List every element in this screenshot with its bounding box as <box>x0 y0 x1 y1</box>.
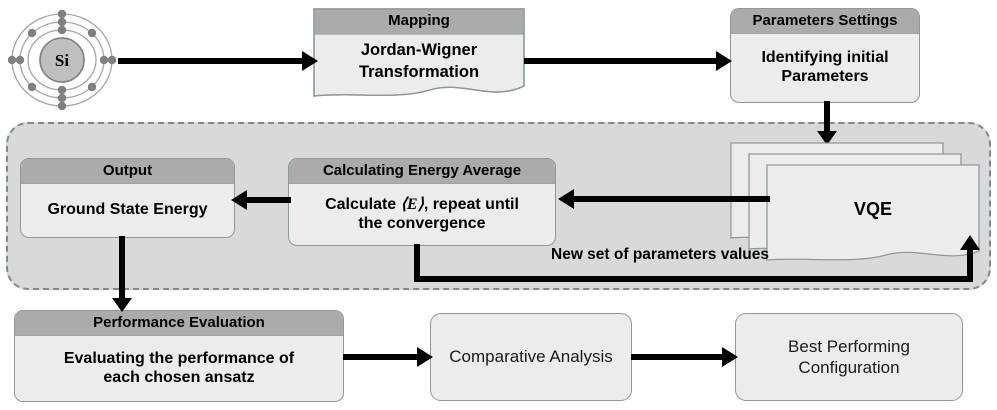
mapping-body-line1: Jordan-Wigner <box>360 41 478 59</box>
node-parameters-settings[interactable]: Parameters Settings Identifying initial … <box>730 8 920 103</box>
calculating-energy-average-header: Calculating Energy Average <box>289 159 555 185</box>
atom-svg: Si <box>7 9 117 111</box>
comparative-analysis-label: Comparative Analysis <box>449 347 613 367</box>
mapping-body-line2: Transformation <box>358 63 480 81</box>
feedback-loop-label: New set of parameters values <box>551 246 769 263</box>
performance-body-line1: Evaluating the performance of <box>63 349 295 367</box>
node-vqe[interactable]: VQE <box>730 141 982 273</box>
parameters-settings-body: Identifying initial Parameters <box>731 34 919 102</box>
energy-expectation-symbol: ⟨E⟩ <box>400 195 424 213</box>
node-comparative-analysis[interactable]: Comparative Analysis <box>430 313 632 401</box>
vqe-label: VQE <box>854 199 892 219</box>
parameters-settings-body-line1: Identifying initial <box>761 49 889 67</box>
arrow-mapping-to-parameters <box>524 51 732 71</box>
mapping-header: Mapping <box>388 12 450 29</box>
arrow-parameters-to-vqe <box>817 101 837 145</box>
calculating-energy-average-body: Calculate ⟨E⟩, repeat until the converge… <box>289 184 555 245</box>
performance-evaluation-header: Performance Evaluation <box>15 311 343 337</box>
output-body: Ground State Energy <box>47 201 208 219</box>
silicon-atom: Si <box>7 6 117 114</box>
node-best-performing-configuration[interactable]: Best Performing Configuration <box>735 313 963 401</box>
energy-body-line2: the convergence <box>358 214 486 232</box>
arrow-comparative-to-best <box>631 347 738 367</box>
arrow-performance-to-comparative <box>343 347 433 367</box>
arrow-feedback-loop <box>414 235 980 282</box>
energy-body-line1-post: , repeat until <box>423 195 519 213</box>
node-calculating-energy-average[interactable]: Calculating Energy Average Calculate ⟨E⟩… <box>288 158 556 246</box>
parameters-settings-header: Parameters Settings <box>731 9 919 35</box>
arrow-atom-to-mapping <box>118 51 318 71</box>
arrow-output-to-performance <box>112 236 132 312</box>
mapping-shape <box>313 8 525 97</box>
node-performance-evaluation[interactable]: Performance Evaluation Evaluating the pe… <box>14 310 344 402</box>
node-output[interactable]: Output Ground State Energy <box>20 158 235 238</box>
arrow-vqe-to-energy <box>558 189 770 209</box>
nucleus-label: Si <box>55 51 69 70</box>
performance-body-line2: each chosen ansatz <box>103 368 255 386</box>
energy-body-line1-pre: Calculate <box>325 195 401 213</box>
performance-evaluation-body: Evaluating the performance of each chose… <box>15 336 343 401</box>
arrow-energy-to-output <box>231 190 291 210</box>
parameters-settings-body-line2: Parameters <box>781 68 869 86</box>
node-mapping[interactable]: Mapping Jordan-Wigner Transformation <box>313 8 525 104</box>
best-performing-label-line2: Configuration <box>798 358 900 377</box>
vqe-stack-shape: VQE <box>730 142 980 261</box>
output-header: Output <box>21 159 234 185</box>
best-performing-label-line1: Best Performing <box>788 336 910 356</box>
